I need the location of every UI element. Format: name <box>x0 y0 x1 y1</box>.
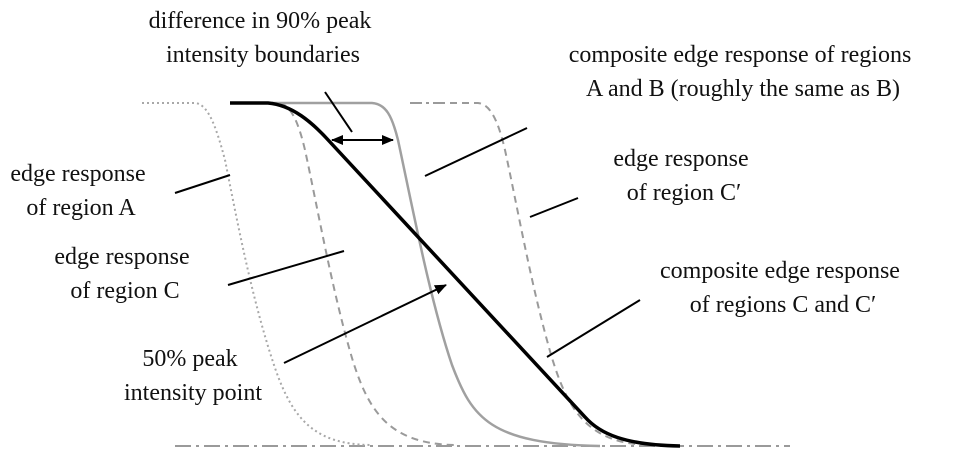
composite-ab-label: composite edge response of regions A and… <box>569 42 918 102</box>
region-c-label: edge response of region C <box>54 244 195 304</box>
region-a-label: edge response of region A <box>10 161 151 221</box>
region-c-leader <box>227 250 345 286</box>
diff-90-label: difference in 90% peak intensity boundar… <box>149 8 378 68</box>
region-a-leader <box>174 174 231 194</box>
region-cprime-leader <box>529 197 579 218</box>
composite-ab-curve <box>272 101 601 448</box>
composite-ccprime-label: composite edge response of regions C and… <box>660 258 906 318</box>
composite-ccprime-leader <box>546 299 641 358</box>
region-c-curve <box>232 102 456 446</box>
peak-50-label: 50% peak intensity point <box>124 346 262 406</box>
region-cprime-curve <box>450 102 651 446</box>
diff-90-leader <box>324 91 353 133</box>
region-cprime-label: edge response of region C′ <box>613 146 754 206</box>
composite-ccprime-curve <box>230 101 681 448</box>
region-a-curve <box>142 102 371 446</box>
composite-ab-leader <box>424 127 528 177</box>
peak-50-arrow <box>283 284 447 364</box>
